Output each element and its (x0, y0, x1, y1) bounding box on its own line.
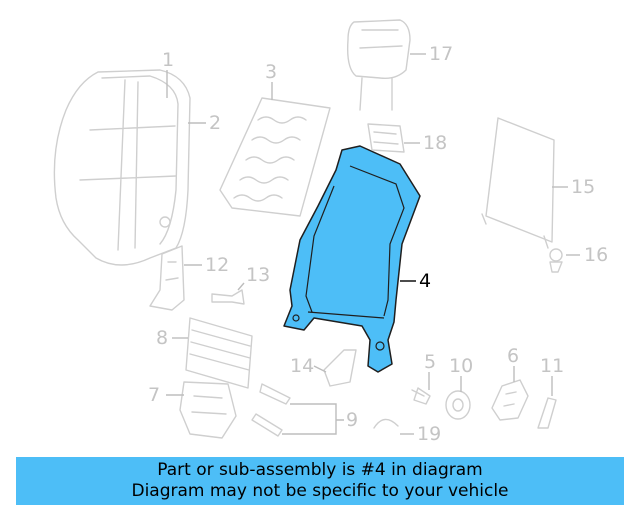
trim-part-14 (323, 349, 357, 387)
callout-4: 4 (419, 270, 431, 292)
banner-line-part-number: Part or sub-assembly is #4 in diagram (157, 460, 483, 480)
bolt-part-5 (411, 387, 431, 405)
headrest-guide-part-18 (367, 123, 405, 153)
module-part-7 (179, 381, 237, 439)
bushing-part-10 (445, 390, 471, 420)
callout-3: 3 (265, 61, 277, 83)
back-panel-part-15 (481, 117, 555, 249)
lumbar-support-part-8 (185, 317, 253, 389)
seat-back-cover (53, 69, 191, 266)
callout-11: 11 (540, 355, 564, 377)
callout-12: 12 (205, 254, 229, 276)
latch-bracket-part-6 (491, 379, 529, 421)
callout-16: 16 (584, 244, 608, 266)
callout-18: 18 (423, 132, 447, 154)
callout-10: 10 (449, 355, 473, 377)
callout-14: 14 (290, 355, 314, 377)
callout-17: 17 (429, 43, 453, 65)
callout-8: 8 (156, 327, 168, 349)
push-pin-part-13 (211, 289, 245, 305)
callout-15: 15 (571, 176, 595, 198)
callout-7: 7 (148, 384, 160, 406)
wire-clip-part-19 (373, 418, 399, 429)
banner-line-disclaimer: Diagram may not be specific to your vehi… (131, 481, 509, 501)
callout-19: 19 (417, 423, 441, 445)
callout-1: 1 (162, 49, 174, 71)
callout-2: 2 (209, 112, 221, 134)
cover-part-11 (537, 397, 557, 429)
leader-13 (237, 282, 245, 291)
seat-back-frame-highlighted (283, 145, 421, 373)
seat-heater-mat (219, 97, 331, 217)
headrest-part-17 (346, 19, 411, 111)
leader-14 (313, 365, 327, 373)
parts-diagram: 1 2 3 4 5 6 7 8 9 10 11 12 13 14 15 16 1… (53, 19, 608, 445)
connectors-part-9 (251, 383, 291, 437)
leader-9 (282, 403, 344, 435)
side-bracket-part-12 (149, 245, 185, 311)
callout-5: 5 (424, 351, 436, 373)
callout-13: 13 (246, 264, 270, 286)
callout-6: 6 (507, 345, 519, 367)
clip-part-16 (549, 248, 563, 273)
callout-9: 9 (346, 409, 358, 431)
info-banner: Part or sub-assembly is #4 in diagram Di… (16, 457, 624, 505)
